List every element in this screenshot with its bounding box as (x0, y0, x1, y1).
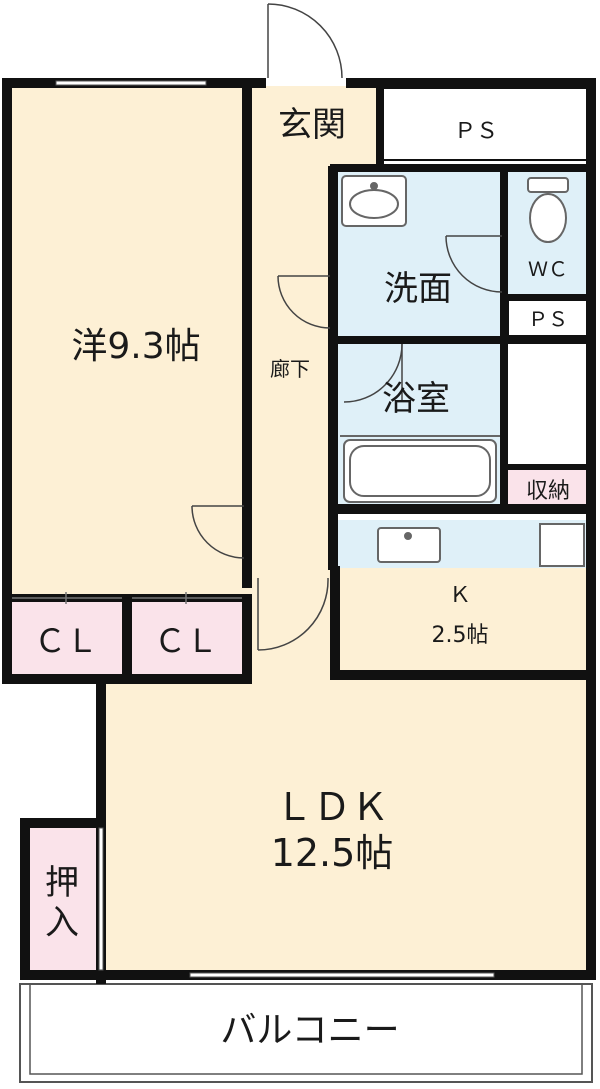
oshiire-label-top: 押 (45, 863, 79, 903)
closet-2-label: ＣＬ (154, 622, 218, 660)
ldk-size-label: 12.5帖 (271, 831, 394, 875)
balcony-label: バルコニー (220, 1010, 399, 1051)
kitchen-name-label: Ｋ (449, 583, 471, 608)
closet-1-label: ＣＬ (34, 622, 98, 660)
kitchen-floor (336, 566, 588, 674)
closet-2-floor (130, 602, 244, 674)
bath-label: 浴室 (382, 379, 450, 419)
ps-top-label: ＰＳ (454, 119, 498, 144)
storage-label: 収納 (526, 479, 570, 504)
hallway-label: 廊下 (270, 357, 310, 381)
windows (55, 80, 495, 978)
closet-1-floor (10, 602, 124, 674)
ldk-name-label: ＬＤＫ (275, 785, 389, 829)
kitchen-size-label: 2.5帖 (432, 623, 489, 648)
balcony-inner-rail (29, 983, 583, 1075)
entrance-floor (250, 86, 378, 168)
closet-tracks (12, 592, 242, 604)
entrance-label: 玄関 (278, 105, 346, 145)
fixtures (341, 175, 585, 567)
storage-floor (508, 470, 588, 508)
hallway-floor (250, 168, 332, 578)
door-swings (191, 3, 503, 651)
oshiire-floor (28, 828, 100, 974)
wc-label: ＷＣ (528, 257, 568, 281)
ps-mid-label: ＰＳ (528, 307, 568, 331)
western-room-label: 洋9.3帖 (71, 326, 200, 367)
western-room-floor (10, 86, 244, 596)
washroom-label: 洗面 (384, 269, 452, 309)
oshiire-label-bottom: 入 (45, 903, 79, 943)
ldk-floor-ext (250, 578, 340, 688)
balcony-area (19, 983, 593, 1083)
